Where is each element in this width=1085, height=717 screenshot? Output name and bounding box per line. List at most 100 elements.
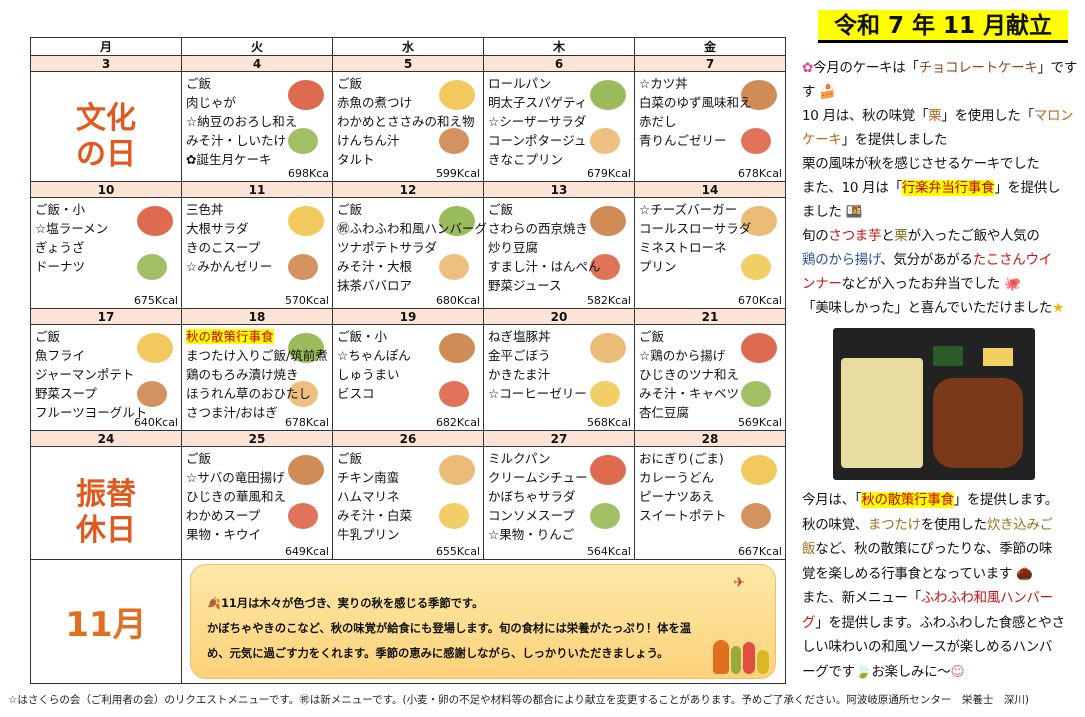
menu-item: フルーツヨーグルト	[35, 405, 148, 420]
menu-item: 炒り豆腐	[488, 240, 539, 255]
side-column: ✿今月のケーキは「チョコレートケーキ」ですす 🍰10 月は、秋の味覚「栗」を使用…	[802, 56, 1085, 684]
side-text: ケーキ	[802, 132, 842, 148]
food-illustration-icon	[590, 455, 626, 485]
menu-item: 赤魚の煮つけ	[337, 95, 413, 110]
side-text: ンナー	[802, 276, 842, 292]
food-illustration-icon	[137, 206, 173, 236]
date-cell: 14	[634, 181, 786, 198]
food-illustration-icon	[741, 503, 771, 529]
date-cell: 25	[181, 430, 333, 447]
date-cell: 27	[483, 430, 635, 447]
side-text: さつま芋	[828, 228, 882, 244]
calorie-label: 667Kcal	[737, 545, 782, 558]
food-illustration-icon	[439, 455, 475, 485]
menu-item: ツナポテトサラダ	[337, 240, 438, 255]
menu-item: ご飯	[35, 329, 61, 344]
food-illustration-icon	[590, 206, 626, 236]
menu-item: さつま汁/おはぎ	[186, 405, 278, 420]
food-illustration-icon	[288, 80, 324, 110]
menu-item: ひじきのツナ和え	[639, 367, 740, 382]
weekday-header: 月	[30, 37, 182, 56]
weekday-header: 金	[634, 37, 786, 56]
date-cell: 3	[30, 55, 182, 72]
menu-cell: 秋の散策行事食まつたけ入りご飯/筑前煮鶏のもろみ漬け焼きほうれん草のおひたしさつ…	[181, 324, 333, 431]
menu-item: 杏仁豆腐	[639, 405, 690, 420]
calorie-label: 670Kcal	[737, 294, 782, 307]
side-line: 旬のさつま芋と栗が入ったご飯や人気の	[802, 224, 1085, 248]
menu-item: コーンポタージュ	[488, 133, 587, 148]
menu-item: ドーナツ	[35, 259, 86, 274]
side-text: 栗の風味が秋を感じさせるケーキでした	[802, 156, 1040, 172]
bottom-row: 11月 🍂11月は木々が色づき、実りの秋を感じる季節です。 かぼちゃやきのこなど…	[30, 559, 786, 684]
side-text: 今月は、「	[802, 492, 862, 508]
side-line: す 🍰	[802, 80, 1085, 104]
food-illustration-icon	[741, 381, 771, 407]
note-line: め、元気に過ごす力をくれます。季節の恵みに感謝しながら、しっかりいただきましょう…	[207, 647, 669, 660]
menu-item: 青りんごゼリー	[639, 133, 727, 148]
date-cell: 10	[30, 181, 182, 198]
holiday-label: 文化の日	[76, 100, 136, 172]
side-text: ★	[1052, 300, 1064, 316]
side-line: 「美味しかった」と喜んでいただけました★	[802, 296, 1085, 320]
menu-item: タルト	[337, 152, 375, 167]
side-text: 鶏のから揚げ	[802, 252, 881, 268]
food-illustration-icon	[439, 333, 475, 363]
side-text: ました 🍱	[802, 204, 863, 220]
food-illustration-icon	[741, 333, 777, 363]
weekday-header: 水	[332, 37, 484, 56]
footer-note: ☆はさくらの会（ご利用者の会）のリクエストメニューです。㊗は新メニューです。(小…	[8, 694, 1029, 706]
side-text: 炊き込みご	[986, 516, 1053, 533]
page-title: 令和 7 年 11 月献立	[818, 10, 1068, 43]
side-line: グ」を提供します。ふわふわした食感とやさ	[802, 611, 1085, 636]
side-text: が入ったご飯や人気の	[907, 228, 1040, 244]
calorie-label: 570Kcal	[284, 294, 329, 307]
highlight-text: 行楽弁当行事食	[901, 180, 995, 196]
date-cell: 12	[332, 181, 484, 198]
side-text: 栗	[928, 108, 942, 124]
date-cell: 17	[30, 308, 182, 325]
food-illustration-icon	[590, 128, 620, 154]
menu-cell: 振替休日	[30, 446, 182, 560]
side-text: 」を提供しました	[841, 132, 948, 148]
menu-item: かきたま汁	[488, 367, 551, 382]
bento-photo	[833, 328, 1035, 480]
side-text: 今月のケーキは「	[813, 60, 919, 76]
menu-item: ☆果物・りんご	[488, 527, 575, 542]
date-cell: 24	[30, 430, 182, 447]
side-text: 覚を楽しめる行事食となっています 🌰	[802, 565, 1033, 582]
side-line: しい味わいの和風ソースが楽しめるハンバ	[802, 635, 1085, 660]
calorie-label: 678Kcal	[284, 416, 329, 429]
side-text: と	[881, 228, 895, 244]
menu-item: おにぎり(ごま)	[639, 451, 724, 466]
side-text: 10 月は、秋の味覚「	[802, 108, 929, 124]
menu-item: カレーうどん	[639, 470, 715, 485]
food-illustration-icon	[288, 254, 318, 280]
date-cell: 4	[181, 55, 333, 72]
side-notes-top: ✿今月のケーキは「チョコレートケーキ」ですす 🍰10 月は、秋の味覚「栗」を使用…	[802, 56, 1085, 320]
menu-item: さわらの西京焼き	[488, 221, 589, 236]
autumn-trees-icon	[713, 640, 769, 674]
side-line: 今月は、「秋の散策行事食」を提供します。	[802, 488, 1085, 513]
menu-item: ☆ちゃんぽん	[337, 348, 411, 363]
menu-item: ご飯	[337, 202, 363, 217]
date-cell: 18	[181, 308, 333, 325]
menu-item: ねぎ塩豚丼	[488, 329, 551, 344]
side-text: を使用した	[920, 516, 987, 533]
menu-item: まつたけ入りご飯/筑前煮	[186, 348, 328, 363]
side-text: 」です	[1037, 60, 1078, 76]
food-illustration-icon	[741, 455, 777, 485]
date-cell: 19	[332, 308, 484, 325]
menu-item: ピーナツあえ	[639, 489, 715, 504]
menu-item: ☆カツ丼	[639, 76, 688, 91]
event-highlight: 秋の散策行事食	[186, 329, 274, 344]
date-cell: 7	[634, 55, 786, 72]
